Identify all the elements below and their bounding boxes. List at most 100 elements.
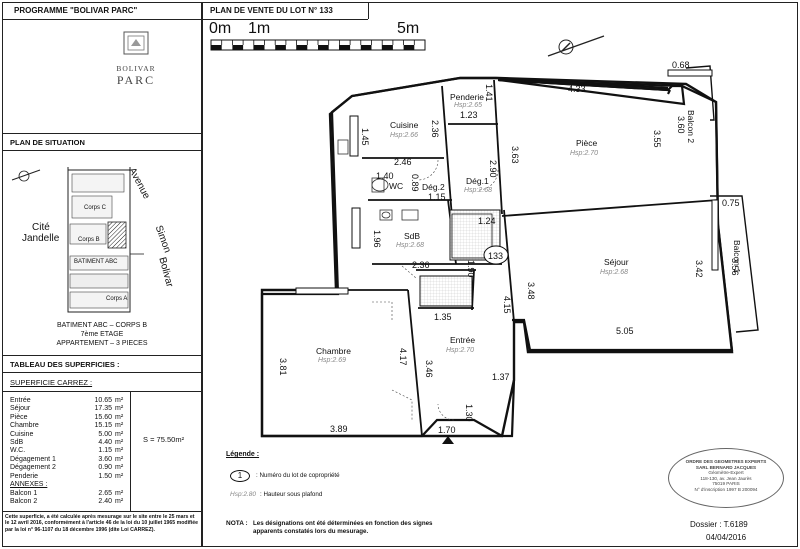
- scale-segment: [403, 45, 415, 50]
- scale-segment: [382, 45, 393, 50]
- footnote-divider: [2, 511, 202, 512]
- dim-246: 2.46: [394, 157, 412, 167]
- dim-363: 3.63: [510, 146, 520, 164]
- situation-north-arrow-icon: [11, 169, 41, 182]
- scale-segment: [318, 45, 329, 50]
- dim-389: 3.89: [330, 424, 348, 434]
- left-panel-frame: [2, 2, 202, 547]
- dim-123: 1.23: [460, 110, 478, 120]
- program-title: PROGRAMME "BOLIVAR PARC": [14, 6, 138, 15]
- superficie-name: SdB: [10, 439, 24, 447]
- dim-415: 4.15: [502, 296, 512, 314]
- doors: [372, 159, 499, 421]
- legend-title: Légende :: [226, 451, 260, 458]
- legend-lot-symbol-text: 1: [237, 471, 243, 480]
- superficies-title-divider: [2, 372, 202, 373]
- dim-075: 0.75: [722, 198, 740, 208]
- room-cuisine-label: Cuisine: [390, 120, 419, 130]
- superficie-name: Entrée: [10, 397, 31, 404]
- superficie-unit: m²: [115, 472, 124, 480]
- scale-segment: [339, 45, 351, 50]
- dim-145: 1.45: [360, 128, 370, 146]
- dim-236b: 2.36: [412, 260, 430, 270]
- lot-number: 133: [488, 251, 503, 261]
- lot-number-circle: [483, 245, 509, 265]
- scale-segment: [253, 45, 265, 50]
- dim-355: 3.55: [652, 130, 662, 148]
- dim-124: 1.24: [478, 216, 496, 226]
- room-penderie-hsp: Hsp:2.65: [454, 102, 482, 109]
- stamp-line-2: SARL BERNARD JACQUES: [695, 464, 757, 470]
- scale-segment: [296, 45, 308, 50]
- superficie-name: Penderie: [10, 472, 39, 480]
- superficie-unit: m²: [115, 413, 124, 421]
- room-sdb-hsp: Hsp:2.68: [396, 242, 424, 249]
- dim-505: 5.05: [616, 326, 634, 336]
- room-sdb-label: SdB: [404, 231, 420, 241]
- superficie-value: 15.60: [94, 413, 112, 421]
- superficie-name: W.C.: [10, 447, 26, 455]
- room-deg2-label: Dég.2: [422, 182, 445, 192]
- carrez-title-divider: [2, 391, 202, 392]
- superficie-total: S = 75.50m²: [143, 435, 185, 444]
- stamp-line-5: 75019 PARIS: [712, 481, 740, 487]
- dim-236a: 2.36: [430, 120, 440, 138]
- superficies-title: TABLEAU DES SUPERFICIES :: [10, 360, 120, 369]
- dim-141: 1.41: [484, 84, 494, 102]
- building-corps-c: Corps C: [84, 205, 107, 211]
- superficie-unit: m²: [115, 455, 124, 463]
- room-chambre-hsp: Hsp:2.69: [318, 357, 346, 364]
- logo-emblem-icon: [123, 31, 149, 55]
- situation-map: [11, 167, 144, 313]
- superficie-name: Pièce: [10, 413, 28, 421]
- scale-segment: [275, 45, 286, 50]
- superficie-unit: m²: [115, 430, 124, 438]
- header-divider-right: [202, 19, 368, 20]
- dim-140: 1.40: [376, 171, 394, 181]
- room-sejour-hsp: Hsp:2.68: [600, 269, 628, 276]
- nota-text: Les désignations ont été déterminées en …: [253, 520, 433, 535]
- dim-068: 0.68: [672, 60, 690, 70]
- superficie-unit: m²: [115, 464, 124, 472]
- stamp-line-1: ORDRE DES GEOMETRES EXPERTS: [685, 459, 767, 464]
- dim-417: 4.17: [398, 348, 408, 366]
- carrez-footnote: Cette superficie, a été calculée après m…: [5, 514, 198, 533]
- street-cite: Cité: [32, 222, 50, 233]
- annexe-unit: m²: [115, 490, 124, 497]
- situation-title-divider: [2, 150, 202, 151]
- superficie-unit: m²: [115, 439, 124, 447]
- superficie-value: 10.65: [94, 397, 112, 404]
- dim-089: 0.89: [410, 174, 420, 192]
- carrez-column-divider: [130, 391, 131, 511]
- plan-panel-frame: [202, 2, 798, 547]
- room-piece-hsp: Hsp:2.70: [570, 150, 598, 157]
- superficie-value: 4.40: [98, 439, 112, 447]
- windows: [295, 69, 719, 295]
- situation-caption: BATIMENT ABC – CORPS B 7ème ETAGE APPART…: [2, 321, 202, 348]
- annexe-value: 2.65: [98, 490, 112, 497]
- nota-label: NOTA :: [226, 520, 248, 527]
- superficie-value: 5.00: [98, 430, 112, 438]
- street-jandelle: Jandelle: [22, 233, 60, 244]
- annexe-name: Balcon 2: [10, 498, 38, 506]
- dim-115: 1.15: [428, 192, 446, 202]
- entrance-arrow-icon: [442, 436, 454, 444]
- dim-381: 3.81: [278, 358, 288, 376]
- superficie-name: Séjour: [10, 405, 31, 413]
- room-deg1-hsp: Hsp:2.68: [464, 187, 492, 194]
- caption-line-apartment: APPARTEMENT – 3 PIECES: [56, 340, 148, 347]
- superficie-unit: m²: [115, 397, 124, 404]
- dim-137: 1.37: [492, 372, 510, 382]
- caption-line-floor: 7ème ETAGE: [80, 331, 124, 338]
- legend-hsp-symbol: Hsp:2.80: [230, 491, 257, 498]
